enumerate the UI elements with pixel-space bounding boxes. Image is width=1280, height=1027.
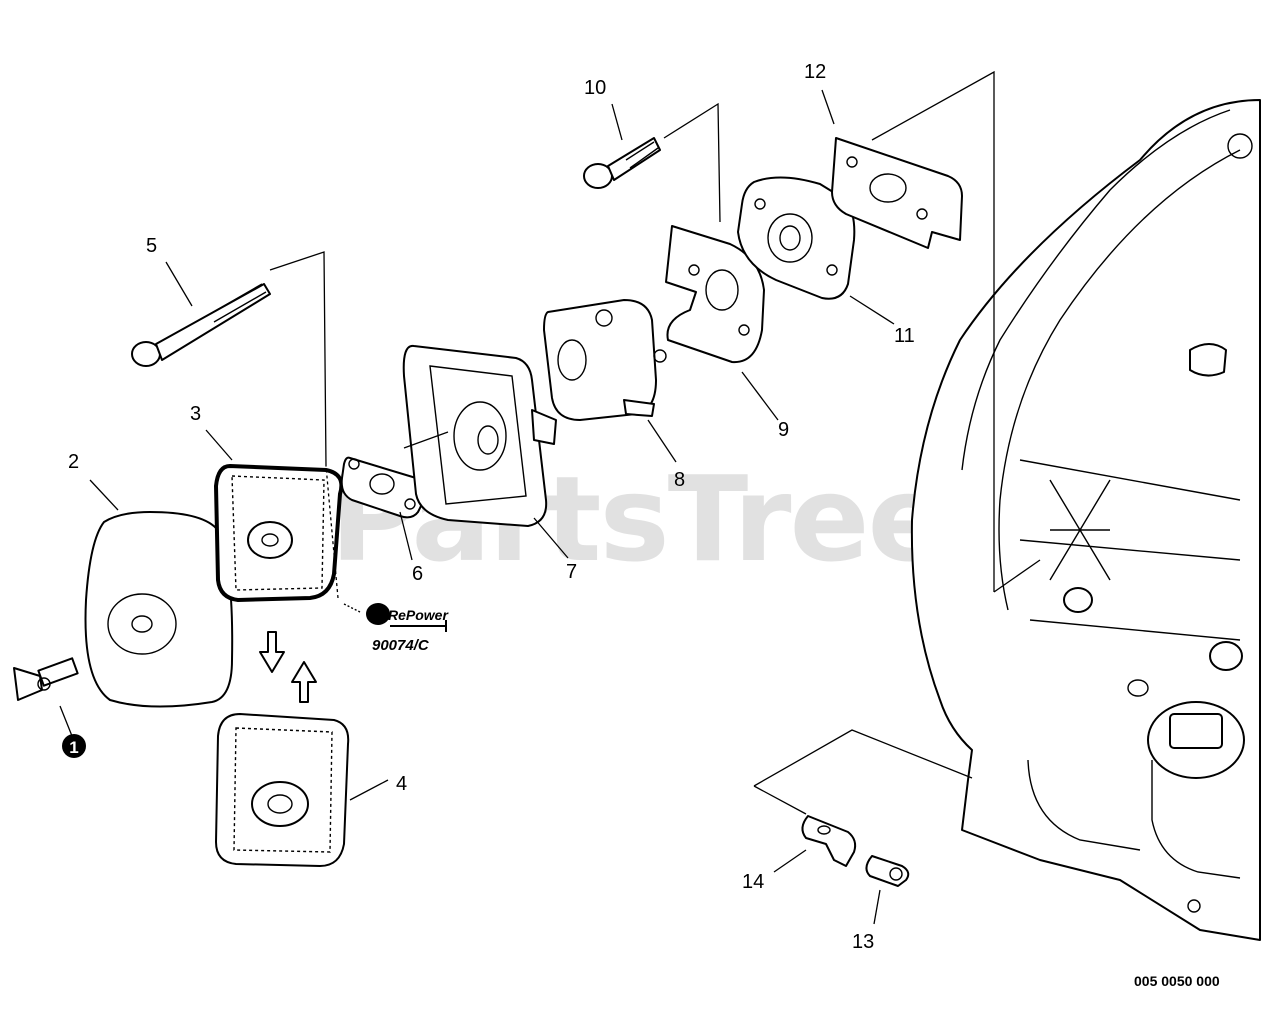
callout-12[interactable]: 12 [804, 61, 826, 83]
callout-7[interactable]: 7 [566, 561, 577, 583]
leader-lines [269, 70, 1041, 815]
repower-badge: RePower 90074/C [343, 603, 449, 654]
part-8-carburetor[interactable] [543, 299, 667, 421]
callout-5[interactable]: 5 [146, 235, 157, 257]
part-13-screw[interactable] [865, 855, 910, 887]
part-14-bracket[interactable] [801, 815, 857, 867]
callout-2[interactable]: 2 [68, 451, 79, 473]
callout-3[interactable]: 3 [190, 403, 201, 425]
callout-11[interactable]: 11 [894, 325, 915, 347]
svg-text:1: 1 [69, 738, 78, 757]
part-1-wing-bolt[interactable] [13, 657, 79, 701]
callout-1[interactable]: 1 [62, 734, 86, 758]
part-7-air-cleaner-case[interactable] [402, 344, 557, 527]
part-12-gasket[interactable] [831, 137, 963, 249]
part-4-filter-element[interactable] [215, 713, 350, 867]
part-6-plate[interactable] [340, 456, 426, 519]
direction-arrows-icon [259, 631, 317, 703]
callout-6[interactable]: 6 [412, 563, 423, 585]
diagram-code: 005 0050 000 [1134, 973, 1220, 989]
engine-assembly [910, 99, 1261, 941]
callout-10[interactable]: 10 [584, 77, 606, 99]
callout-leaders [59, 89, 895, 925]
part-3-air-filter[interactable] [214, 464, 344, 602]
repower-part-number: 90074/C [372, 637, 430, 654]
callout-14[interactable]: 14 [742, 871, 764, 893]
part-2-air-cleaner-cover[interactable] [84, 511, 234, 708]
repower-brand: RePower [388, 607, 449, 623]
callout-9[interactable]: 9 [778, 419, 789, 441]
callout-4[interactable]: 4 [396, 773, 407, 795]
part-11-insulator[interactable] [737, 176, 856, 300]
part-10-short-bolt[interactable] [583, 137, 661, 189]
part-5-long-bolt[interactable] [131, 283, 271, 367]
callout-8[interactable]: 8 [674, 469, 685, 491]
callout-13[interactable]: 13 [852, 931, 874, 953]
